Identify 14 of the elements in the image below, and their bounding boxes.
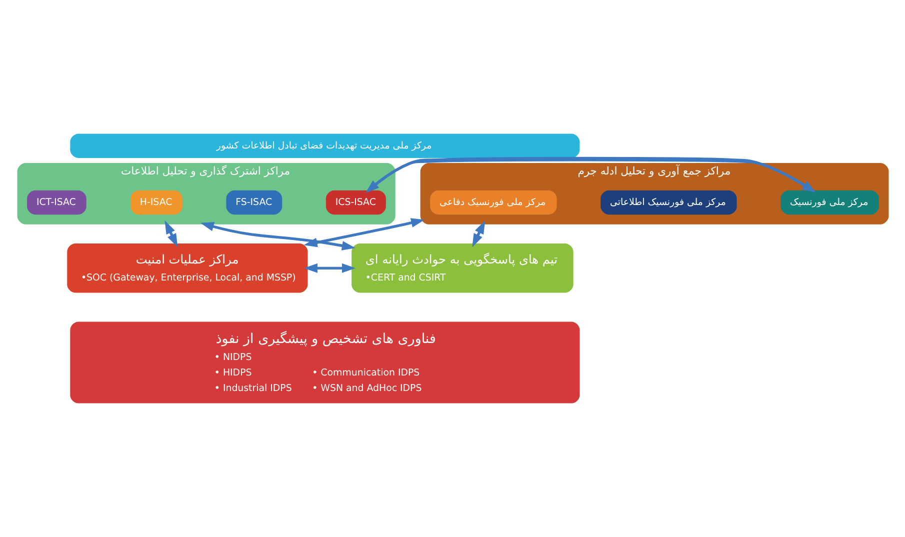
node-box: FS-ISAC	[226, 190, 282, 215]
node-box: H-ISAC	[130, 190, 182, 215]
arrow	[365, 156, 816, 193]
arrow	[472, 220, 485, 248]
node-box: مرکز ملی فورنسیک اطلاعاتی	[600, 190, 736, 215]
arrow	[303, 263, 356, 273]
arrow	[303, 218, 424, 248]
node-box: مرکز ملی فورنسیک	[780, 190, 878, 215]
node-box: مرکز ملی مدیریت تهدیدات فضای تبادل اطلاعات کشور	[70, 134, 580, 158]
node-box: مرکز ملی فورنسیک دفاعی	[430, 190, 556, 215]
node-box: ICS-ISAC	[325, 190, 386, 215]
node-box: ICT-ISAC	[26, 190, 86, 215]
arrow	[200, 222, 355, 250]
arrow	[164, 220, 178, 248]
